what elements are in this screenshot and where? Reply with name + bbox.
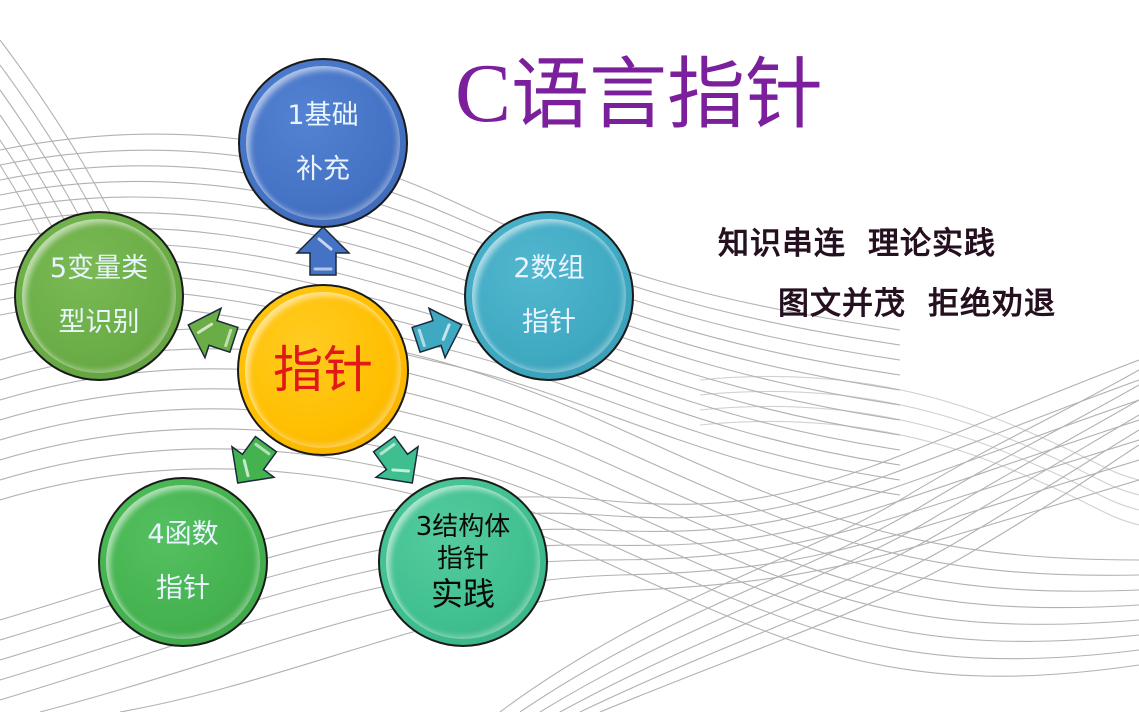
slogan-line-1: 知识串连理论实践 [718, 218, 996, 263]
node-label-line: 3结构体 [415, 512, 511, 542]
node-5-variable-type[interactable]: 5变量类 型识别 [14, 211, 184, 381]
node-label-line: 指针 [156, 573, 210, 604]
center-node-pointer[interactable]: 指针 [237, 284, 409, 456]
slogan-item: 知识串连 [718, 226, 846, 262]
title-prefix: C [455, 47, 512, 140]
slogan-line-2: 图文并茂拒绝劝退 [778, 278, 1056, 323]
node-label-line: 4函数 [147, 519, 219, 550]
node-1-basics[interactable]: 1基础 补充 [238, 58, 408, 228]
title-text: 语言指针 [511, 50, 824, 140]
node-label-line: 补充 [296, 154, 350, 185]
slogan-item: 理论实践 [868, 226, 996, 262]
node-3-struct-pointer[interactable]: 3结构体 指针 实践 [378, 477, 548, 647]
page-title: C语言指针 [455, 44, 823, 145]
node-label-line: 2数组 [513, 253, 585, 284]
node-label-line: 指针 [436, 544, 489, 574]
node-label-line: 型识别 [58, 307, 140, 338]
node-4-function-pointer[interactable]: 4函数 指针 [98, 477, 268, 647]
arrow-up-right-icon [406, 298, 472, 367]
node-2-array-pointer[interactable]: 2数组 指针 [464, 211, 634, 381]
center-node-label: 指针 [273, 341, 373, 399]
node-label-line: 1基础 [287, 100, 359, 131]
node-label-line: 指针 [522, 307, 576, 338]
arrow-up-left-icon [178, 298, 244, 367]
slogan-item: 拒绝劝退 [928, 286, 1056, 322]
node-label-line: 实践 [430, 575, 495, 613]
arrow-up-icon [295, 225, 351, 277]
node-label-line: 5变量类 [49, 253, 149, 284]
slogan-item: 图文并茂 [778, 286, 906, 322]
